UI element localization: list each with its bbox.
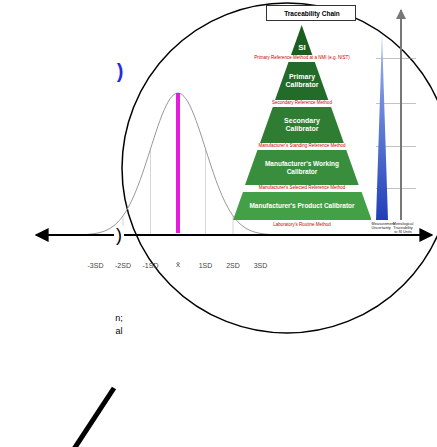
method-label: Secondary Reference Method	[237, 101, 367, 106]
sd-line	[205, 149, 206, 235]
chain-title: Traceability Chain	[269, 10, 355, 17]
method-label: Primary Reference Method at a NMI (e.g. …	[237, 56, 367, 61]
method-label: Laboratory's Routine Method	[237, 223, 367, 228]
pyramid-band: Primary Calibrator	[275, 62, 328, 100]
double-arrow	[36, 234, 432, 236]
pyramid-band: SI	[291, 25, 312, 55]
axis-tick-label: -3SD	[83, 262, 109, 270]
magnifier-handle	[72, 388, 114, 447]
pyramid-band: Manufacturer's Product Calibrator	[233, 192, 372, 220]
cut-text: al	[112, 327, 126, 337]
magnifier-lens	[122, 3, 437, 333]
pyramid-band: Manufacturer's Working Calibrator	[245, 150, 359, 185]
axis-tick-label: -2SD	[110, 262, 136, 270]
traceability-arrow	[400, 10, 402, 220]
cut-text: )	[113, 60, 127, 82]
axis-tick-label: x̄	[171, 261, 185, 270]
level-label: Primary Calibrator	[284, 73, 320, 88]
header-box: Traceability Chain	[266, 5, 356, 21]
axis-caption: Measurement Uncertainty	[372, 222, 391, 230]
axis-tick-label: 3SD	[248, 262, 274, 270]
level-label: SI	[294, 44, 310, 53]
axis-caption: Metrological Traceability to SI Units	[393, 222, 414, 235]
cut-text: )	[114, 226, 124, 246]
level-label: Manufacturer's Working Calibrator	[253, 160, 350, 174]
axis-tick-label: 1SD	[193, 262, 219, 270]
axis-tick-label: 2SD	[220, 262, 246, 270]
mean-line	[176, 93, 180, 233]
axis-tick-label: -1SD	[138, 262, 164, 270]
cut-text: n;	[112, 314, 126, 324]
level-label: Manufacturer's Product Calibrator	[240, 202, 365, 209]
sd-line	[150, 149, 151, 235]
method-label: Manufacturer's Standing Reference Method	[237, 144, 367, 149]
level-label: Secondary Calibrator	[268, 117, 335, 132]
uncertainty-wedge	[376, 35, 388, 220]
method-label: Manufacturer's Selected Reference Method	[237, 186, 367, 191]
pyramid-band: Secondary Calibrator	[260, 107, 344, 143]
